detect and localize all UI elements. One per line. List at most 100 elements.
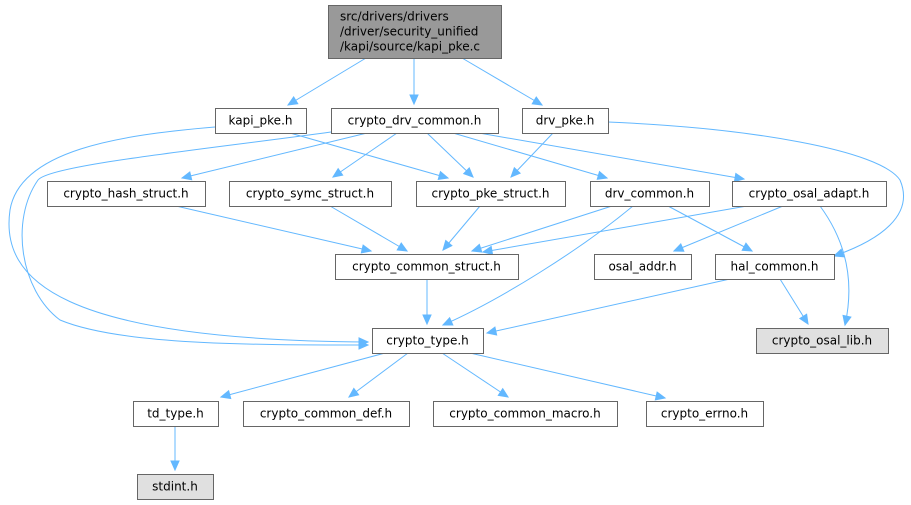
edge-line <box>181 132 368 179</box>
node-crypto-drv-common-h[interactable]: crypto_drv_common.h <box>331 108 499 134</box>
arrowhead-icon <box>596 170 609 180</box>
edge-line <box>452 132 608 179</box>
node-crypto-symc-struct-h[interactable]: crypto_symc_struct.h <box>229 181 392 207</box>
node-label: stdint.h <box>152 480 198 494</box>
node-box[interactable] <box>732 181 887 207</box>
edge-crypto_drv_common_h-to-drv_common_h <box>452 132 609 180</box>
node-crypto-common-macro-h[interactable]: crypto_common_macro.h <box>433 401 618 427</box>
node-label: crypto_type.h <box>386 334 469 348</box>
node-crypto-osal-adapt-h[interactable]: crypto_osal_adapt.h <box>732 181 887 207</box>
edge-line <box>220 352 386 398</box>
node-crypto-common-def-h[interactable]: crypto_common_def.h <box>243 401 410 427</box>
edge-crypto_drv_common_h-to-crypto_pke_struct_h <box>426 132 474 178</box>
edge-kapi_pke_h-to-crypto_type_h <box>8 126 370 347</box>
edge-drv_pke_h-to-crypto_pke_struct_h <box>510 132 554 178</box>
node-box[interactable] <box>47 181 206 207</box>
node-box[interactable] <box>229 181 392 207</box>
node-label: crypto_common_def.h <box>260 407 392 421</box>
node-drv-pke-h[interactable]: drv_pke.h <box>522 108 609 134</box>
arrowhead-icon <box>832 248 845 258</box>
node-box[interactable] <box>328 5 502 59</box>
node-stdint-h[interactable]: stdint.h <box>137 474 214 500</box>
arrowhead-icon <box>348 387 360 398</box>
node-osal-addr-h[interactable]: osal_addr.h <box>594 254 692 280</box>
edge-line <box>482 205 748 253</box>
node-kapi-pke-h[interactable]: kapi_pke.h <box>215 108 307 134</box>
edge-crypto_drv_common_h-to-crypto_hash_struct_h <box>180 132 368 181</box>
edge-line <box>289 132 449 179</box>
arrowhead-icon <box>531 96 544 106</box>
edge-line <box>510 132 554 178</box>
arrowhead-icon <box>360 244 373 254</box>
node-crypto-hash-struct-h[interactable]: crypto_hash_struct.h <box>47 181 206 207</box>
edge-line <box>175 205 372 252</box>
edge-line <box>441 352 509 398</box>
edge-line <box>8 126 369 343</box>
node-root[interactable]: src/drivers/drivers/driver/security_unif… <box>328 5 502 59</box>
node-box[interactable] <box>133 401 219 427</box>
node-label: hal_common.h <box>731 260 819 274</box>
node-box[interactable] <box>137 474 214 500</box>
edge-hal_common_h-to-crypto_type_h <box>485 278 731 336</box>
edge-crypto_pke_struct_h-to-crypto_common_struct_h <box>442 205 481 251</box>
arrowhead-icon <box>485 326 498 336</box>
arrowhead-icon <box>481 245 494 256</box>
edge-crypto_type_h-to-crypto_errno_h <box>469 352 667 401</box>
edge-crypto_drv_common_h-to-crypto_osal_adapt_h <box>478 132 746 183</box>
node-hal-common-h[interactable]: hal_common.h <box>715 254 835 280</box>
node-label: drv_common.h <box>605 187 694 201</box>
node-box[interactable] <box>522 108 609 134</box>
node-label: crypto_common_macro.h <box>449 407 600 421</box>
node-td-type-h[interactable]: td_type.h <box>133 401 219 427</box>
edge-drv_pke_h-to-hal_common_h <box>607 121 905 258</box>
node-box[interactable] <box>243 401 410 427</box>
node-label: crypto_osal_adapt.h <box>749 187 870 201</box>
edge-crypto_osal_adapt_h-to-osal_addr_h <box>672 205 784 252</box>
arrowhead-icon <box>672 242 685 252</box>
edge-line <box>673 205 784 252</box>
arrowhead-icon <box>510 166 522 178</box>
arrowhead-icon <box>798 313 809 326</box>
node-label: src/drivers/drivers <box>340 10 449 24</box>
node-label: crypto_pke_struct.h <box>431 187 549 201</box>
node-label: osal_addr.h <box>608 260 676 274</box>
node-box[interactable] <box>646 401 764 427</box>
arrowhead-icon <box>441 316 454 326</box>
edge-line <box>287 57 367 106</box>
edge-line <box>332 132 398 178</box>
arrowhead-icon <box>358 340 370 350</box>
node-label: crypto_drv_common.h <box>348 114 482 128</box>
edges-layer <box>8 57 905 472</box>
node-box[interactable] <box>215 108 307 134</box>
node-crypto-errno-h[interactable]: crypto_errno.h <box>646 401 764 427</box>
node-drv-common-h[interactable]: drv_common.h <box>590 181 710 207</box>
node-crypto-type-h[interactable]: crypto_type.h <box>372 328 484 354</box>
edge-line <box>471 205 613 252</box>
node-box[interactable] <box>715 254 835 280</box>
edge-line <box>667 205 753 252</box>
arrowhead-icon <box>462 166 474 178</box>
arrowhead-icon <box>422 314 432 326</box>
node-box[interactable] <box>756 328 889 354</box>
node-box[interactable] <box>331 108 499 134</box>
node-box[interactable] <box>590 181 710 207</box>
node-crypto-pke-struct-h[interactable]: crypto_pke_struct.h <box>416 181 566 207</box>
node-crypto-osal-lib-h[interactable]: crypto_osal_lib.h <box>756 328 889 354</box>
node-label: td_type.h <box>147 407 204 421</box>
node-label: crypto_osal_lib.h <box>772 334 872 348</box>
edge-line <box>348 352 409 398</box>
node-box[interactable] <box>433 401 618 427</box>
node-label: crypto_errno.h <box>661 407 748 421</box>
edge-crypto_osal_adapt_h-to-crypto_osal_lib_h <box>819 205 852 327</box>
node-box[interactable] <box>416 181 566 207</box>
arrowhead-icon <box>180 171 193 181</box>
edge-line <box>426 132 474 178</box>
node-box[interactable] <box>594 254 692 280</box>
node-box[interactable] <box>372 328 484 354</box>
node-box[interactable] <box>335 254 519 280</box>
edge-line <box>478 132 745 180</box>
node-crypto-common-struct-h[interactable]: crypto_common_struct.h <box>335 254 519 280</box>
edge-line <box>442 205 481 251</box>
edge-line <box>819 205 850 326</box>
arrowhead-icon <box>470 243 483 253</box>
